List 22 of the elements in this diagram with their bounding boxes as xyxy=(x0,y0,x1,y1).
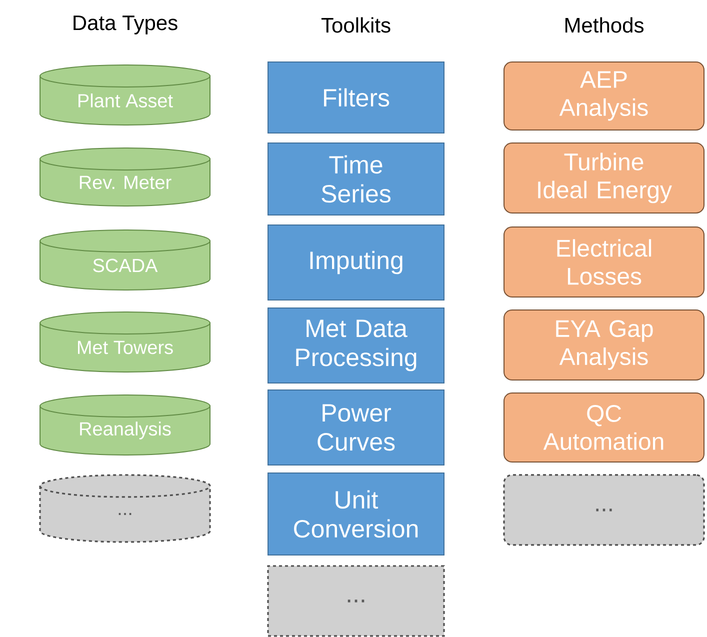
placeholder-cylinder: ... xyxy=(39,474,211,543)
data-cylinder: SCADA xyxy=(40,230,210,290)
data-cylinder: Rev. Meter xyxy=(40,148,210,206)
method-box: EYA Gap Analysis xyxy=(504,309,704,380)
data-cylinder: Plant Asset xyxy=(40,64,210,126)
data-cylinder: Reanalysis xyxy=(40,394,210,456)
toolkit-box: Power Curves xyxy=(268,389,444,466)
toolkit-box: Filters xyxy=(268,62,444,134)
method-box: QC Automation xyxy=(504,392,704,462)
placeholder-box: ... xyxy=(503,474,705,546)
method-box: AEP Analysis xyxy=(504,62,704,130)
column-heading: Methods xyxy=(565,17,644,33)
toolkit-box: Met Data Processing xyxy=(268,307,444,384)
method-box: Electrical Losses xyxy=(504,226,704,298)
toolkit-box: Imputing xyxy=(268,224,444,300)
method-box: Turbine Ideal Energy xyxy=(504,142,704,214)
toolkit-box: Time Series xyxy=(268,142,444,216)
toolkit-box: Unit Conversion xyxy=(268,472,444,556)
column-heading: Data Types xyxy=(74,16,178,34)
placeholder-box: ... xyxy=(267,565,445,637)
data-cylinder: Met Towers xyxy=(40,311,210,372)
column-heading: Toolkits xyxy=(321,17,390,33)
